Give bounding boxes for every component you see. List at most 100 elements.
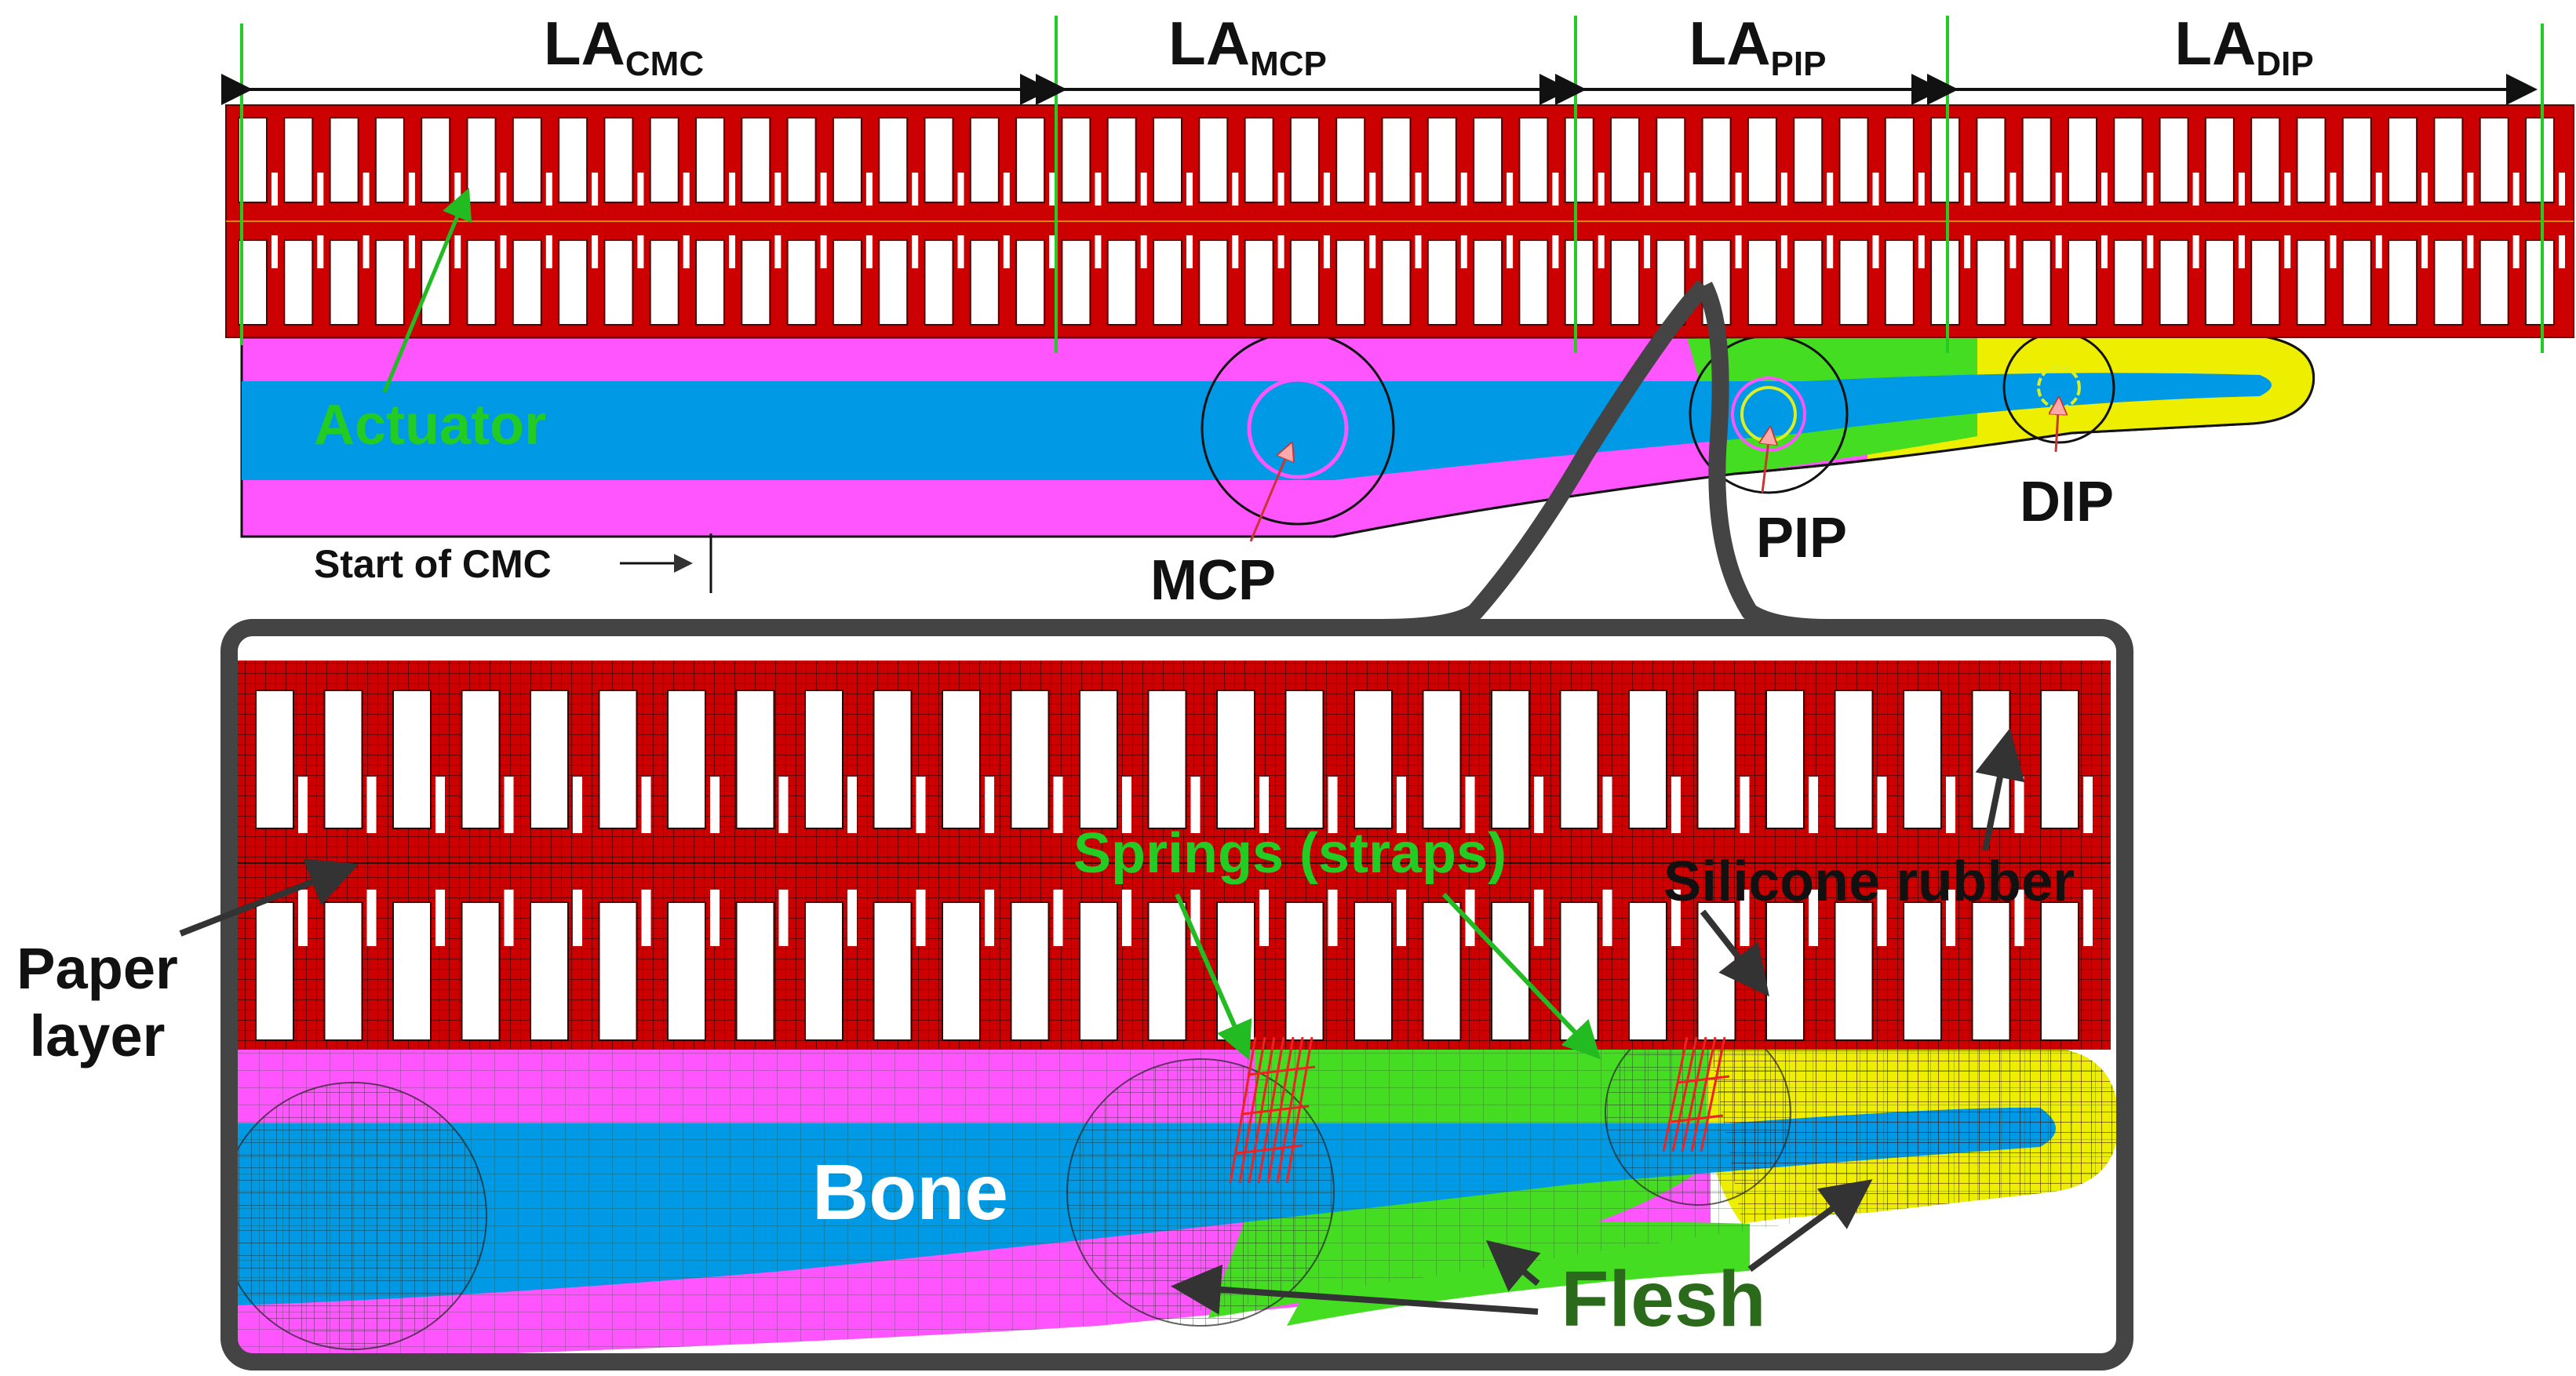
actuator-notch bbox=[2375, 173, 2382, 206]
actuator-slot bbox=[1153, 117, 1182, 203]
actuator-slot bbox=[1765, 690, 1805, 829]
actuator-slot bbox=[461, 690, 501, 829]
actuator-slot bbox=[924, 117, 954, 203]
actuator-notch bbox=[1809, 777, 1818, 833]
actuator-notch bbox=[1918, 235, 1925, 268]
actuator-notch bbox=[2055, 235, 2062, 268]
actuator-slot bbox=[2388, 239, 2418, 326]
actuator-slot bbox=[255, 901, 294, 1041]
actuator-notch bbox=[912, 173, 919, 206]
actuator-notch bbox=[2009, 235, 2017, 268]
inset-panel bbox=[229, 628, 2125, 1362]
actuator-notch bbox=[957, 235, 964, 268]
actuator-notch bbox=[1328, 890, 1338, 946]
actuator-notch bbox=[637, 235, 644, 268]
actuator-slot bbox=[2113, 239, 2144, 326]
actuator-slot bbox=[283, 117, 314, 203]
actuator-notch bbox=[2330, 235, 2337, 268]
segment-label-pip: LAPIP bbox=[1689, 9, 1827, 83]
actuator-slot bbox=[558, 117, 588, 203]
segment-label-dip: LADIP bbox=[2174, 9, 2313, 83]
actuator-slot bbox=[878, 239, 909, 326]
actuator-notch bbox=[2284, 235, 2291, 268]
mcp-arrow bbox=[1249, 444, 1292, 542]
actuator-slot bbox=[1079, 901, 1118, 1041]
actuator-notch bbox=[366, 890, 377, 946]
actuator-slot bbox=[1010, 901, 1050, 1041]
actuator-slot bbox=[786, 117, 817, 203]
actuator-slot bbox=[1381, 239, 1412, 326]
actuator-notch bbox=[1740, 890, 1750, 946]
actuator-notch bbox=[1507, 235, 1514, 268]
actuator-notch bbox=[454, 173, 461, 206]
actuator-slot bbox=[804, 690, 843, 829]
actuator-slot bbox=[1106, 239, 1137, 326]
actuator-slot bbox=[1971, 901, 2011, 1041]
actuator-notch bbox=[1946, 777, 1955, 833]
dip-label: DIP bbox=[2020, 471, 2114, 533]
actuator-slot bbox=[1010, 690, 1050, 829]
actuator-slot bbox=[1061, 117, 1091, 203]
silicone-arrow-2 bbox=[1700, 909, 1769, 997]
actuator-slot bbox=[741, 117, 771, 203]
actuator-notch bbox=[1780, 235, 1787, 268]
actuator-slot bbox=[741, 239, 771, 326]
actuator-slot bbox=[786, 239, 817, 326]
actuator-slot bbox=[1491, 901, 1530, 1041]
actuator-notch bbox=[2147, 235, 2154, 268]
actuator-slot bbox=[2296, 117, 2326, 203]
flesh-arrow-3 bbox=[1747, 1179, 1873, 1272]
actuator-notch bbox=[1918, 173, 1925, 206]
actuator-notch bbox=[916, 890, 926, 946]
actuator-slot bbox=[1834, 901, 1874, 1041]
actuator-notch bbox=[1877, 777, 1887, 833]
actuator-notch bbox=[1735, 235, 1742, 268]
actuator-notch bbox=[363, 235, 370, 268]
actuator-notch bbox=[1964, 173, 1971, 206]
flesh-arrow-1 bbox=[1171, 1264, 1539, 1315]
actuator-label: Actuator bbox=[314, 394, 546, 457]
actuator-slot bbox=[1610, 117, 1640, 203]
actuator-slot bbox=[1422, 901, 1462, 1041]
actuator-notch bbox=[1122, 890, 1131, 946]
actuator-notch bbox=[2192, 235, 2199, 268]
actuator-notch bbox=[435, 777, 445, 833]
actuator-slot bbox=[1610, 239, 1640, 326]
actuator-slot bbox=[1473, 239, 1503, 326]
actuator-slot bbox=[603, 117, 634, 203]
actuator-notch bbox=[912, 235, 919, 268]
actuator-notch bbox=[2559, 235, 2565, 268]
actuator-notch bbox=[1053, 890, 1063, 946]
actuator-slot bbox=[649, 239, 680, 326]
actuator-notch bbox=[1186, 173, 1193, 206]
actuator-slot bbox=[329, 239, 359, 326]
spring-straps bbox=[1229, 1036, 1730, 1184]
bone-label: Bone bbox=[812, 1148, 1008, 1236]
actuator-slot bbox=[924, 239, 954, 326]
actuator-slot bbox=[283, 239, 314, 326]
actuator-notch bbox=[500, 235, 507, 268]
actuator-notch bbox=[2101, 235, 2108, 268]
actuator-slot bbox=[1976, 239, 2006, 326]
top-finger-body bbox=[240, 334, 2315, 538]
actuator-slot bbox=[1335, 239, 1366, 326]
actuator-slot bbox=[598, 690, 638, 829]
actuator-slot bbox=[667, 901, 706, 1041]
actuator-notch bbox=[2014, 777, 2024, 833]
actuator-slot bbox=[1147, 901, 1187, 1041]
actuator-notch bbox=[1232, 173, 1239, 206]
actuator-slot bbox=[2341, 117, 2372, 203]
actuator-notch bbox=[271, 173, 278, 206]
actuator-notch bbox=[573, 777, 582, 833]
actuator-slot bbox=[392, 690, 432, 829]
actuator-slot bbox=[1147, 690, 1187, 829]
actuator-slot bbox=[873, 690, 913, 829]
actuator-slot bbox=[1838, 239, 1869, 326]
actuator-notch bbox=[1740, 777, 1750, 833]
actuator-slot bbox=[832, 239, 862, 326]
actuator-notch bbox=[1780, 173, 1787, 206]
actuator-slot bbox=[1930, 239, 1961, 326]
actuator-notch bbox=[820, 173, 827, 206]
